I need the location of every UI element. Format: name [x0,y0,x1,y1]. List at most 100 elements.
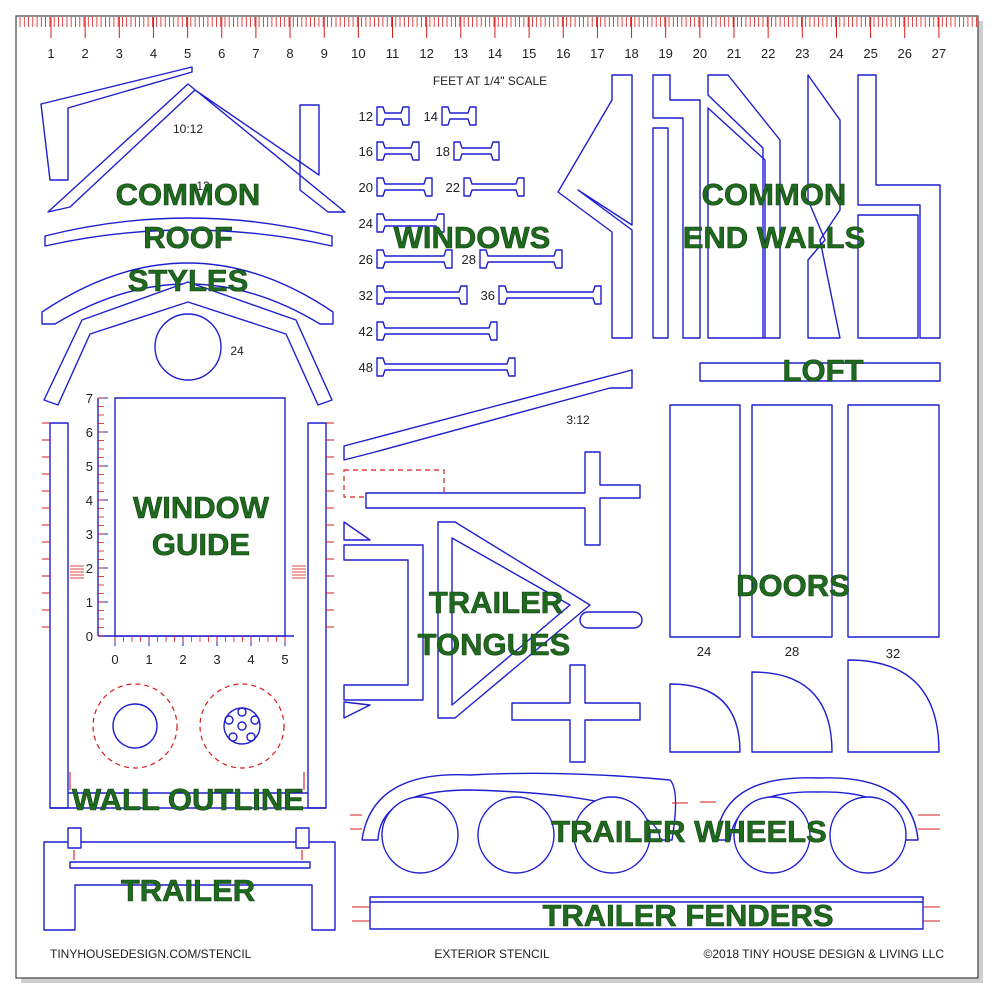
door-24 [669,404,741,638]
wheel-set-double [700,777,940,874]
ruler-tick-label: 18 [624,46,638,61]
label-common-end-2: END WALLS [683,220,866,255]
ruler-tick-label: 19 [658,46,672,61]
label-trailer: TRAILER [121,873,255,908]
window-shape [376,357,516,377]
label-common-roof-1: COMMON [116,177,261,212]
end-wall-1 [557,74,633,339]
label-trailer-fenders: TRAILER FENDERS [542,898,833,933]
ruler-tick-label: 3 [116,46,123,61]
window-size-label: 22 [446,180,460,195]
window-shape [376,141,420,161]
end-wall-3 [707,74,781,339]
window-size-label: 20 [359,180,373,195]
door-size-24: 24 [697,644,711,659]
roof-gambrel [43,281,333,406]
label-windows: WINDOWS [394,220,551,255]
ruler-tick-label: 12 [419,46,433,61]
door-size-32: 32 [886,646,900,661]
wheel-set-triple [350,772,688,874]
window-size-label: 36 [481,288,495,303]
end-wall-5 [857,74,941,339]
label-trailer-wheels: TRAILER WHEELS [551,814,827,849]
window-size-label: 42 [359,324,373,339]
round-window-size: 24 [230,344,244,358]
window-shape [376,321,498,341]
label-doors: DOORS [736,568,850,603]
ruler-tick-label: 6 [218,46,225,61]
label-loft: LOFT [783,353,864,388]
guide-x-label: 0 [111,652,118,667]
footer-left: TINYHOUSEDESIGN.COM/STENCIL [50,947,252,961]
guide-y-label: 4 [86,493,93,508]
tongue-bracket [343,521,424,719]
ruler-tick-label: 9 [321,46,328,61]
ruler-tick-label: 2 [82,46,89,61]
scale-label: FEET AT 1/4" SCALE [433,74,547,88]
trailer-fender [352,896,940,930]
label-common-roof-2: ROOF [143,220,233,255]
guide-x-label: 2 [179,652,186,667]
window-size-label: 12 [359,109,373,124]
label-window-guide-2: GUIDE [152,527,250,562]
roof-pitch-hidden: 12 [196,179,210,193]
round-window [154,313,222,381]
door-arc-32 [847,659,940,753]
tongue-cross-top [365,451,641,546]
window-size-label: 26 [359,252,373,267]
window-size-label: 48 [359,360,373,375]
ruler-tick-label: 4 [150,46,157,61]
window-shape [376,106,410,126]
guide-x-label: 3 [213,652,220,667]
loft-shape [699,362,941,382]
end-wall-4 [807,74,841,339]
door-32 [847,404,940,638]
wall-guide-ticks [42,422,334,628]
tongue-a-frame [437,521,591,719]
ruler-tick-label: 10 [351,46,365,61]
ruler-tick-label: 17 [590,46,604,61]
window-shape [453,141,500,161]
shed-pitch-label: 3:12 [566,413,590,427]
shed-roof-3-12 [343,369,633,461]
roof-gable [40,66,346,213]
ruler-tick-label: 20 [693,46,707,61]
label-trailer-tongues-2: TONGUES [418,627,571,662]
door-size-28: 28 [785,644,799,659]
guide-y-label: 1 [86,595,93,610]
ruler-tick-label: 22 [761,46,775,61]
ruler-tick-label: 24 [829,46,843,61]
ruler-tick-label: 8 [286,46,293,61]
window-shape [479,249,563,269]
door-arc-24 [669,683,741,753]
ruler-tick-label: 11 [386,46,400,61]
footer-center: EXTERIOR STENCIL [434,947,550,961]
dashed-box [343,469,445,498]
label-window-guide-1: WINDOW [133,490,270,525]
guide-y-label: 0 [86,629,93,644]
label-wall-outline: WALL OUTLINE [72,782,304,817]
window-size-label: 24 [359,216,373,231]
label-common-end-1: COMMON [702,177,847,212]
window-shape [463,177,525,197]
window-shape [376,177,433,197]
window-size-label: 28 [462,252,476,267]
ruler-tick-label: 27 [932,46,946,61]
ruler-tick-label: 26 [898,46,912,61]
door-arc-28 [751,671,833,753]
trailer-outline [43,827,336,931]
guide-x-label: 4 [247,652,254,667]
guide-x-label: 1 [145,652,152,667]
guide-x-label: 5 [281,652,288,667]
window-size-label: 32 [359,288,373,303]
window-size-label: 16 [359,144,373,159]
ruler-tick-label: 16 [556,46,570,61]
tongue-hitch [579,611,643,629]
footer-right: ©2018 TINY HOUSE DESIGN & LIVING LLC [704,947,945,961]
window-shape [376,285,468,305]
